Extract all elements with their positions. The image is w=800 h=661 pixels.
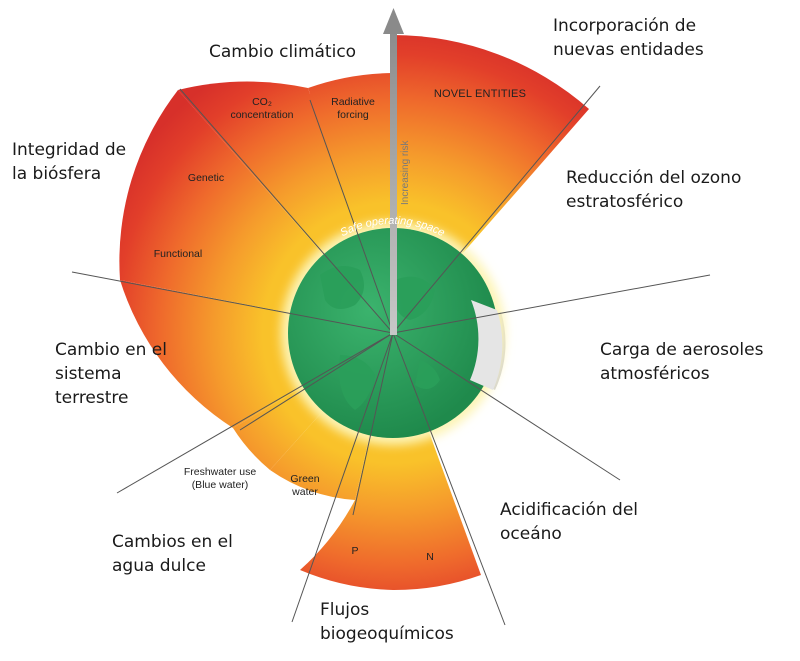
label-aerosol-loading: Carga de aerosoles atmosféricos bbox=[600, 340, 764, 384]
label-biosphere-integrity: Integridad de la biósfera bbox=[12, 140, 127, 184]
label-climate-change: Cambio climático bbox=[209, 42, 357, 62]
label-ocean-acidification: Acidificación del oceáno bbox=[500, 500, 639, 544]
globe-grey-cap bbox=[470, 300, 503, 390]
label-ozone-depletion: Reducción del ozono estratosférico bbox=[566, 168, 742, 212]
label-radiative-forcing: Radiative forcing bbox=[331, 96, 375, 121]
label-green-water: Green water bbox=[290, 473, 320, 498]
label-biogeochemical-flows: Flujos biogeoquímicos bbox=[320, 600, 454, 644]
wedge-phosphorus bbox=[300, 333, 393, 590]
label-novel-entities: Incorporación de nuevas entidades bbox=[553, 16, 704, 60]
label-novel-entities-wedge: NOVEL ENTITIES bbox=[433, 88, 527, 100]
label-land-system-change: Cambio en el sistema terrestre bbox=[55, 340, 167, 408]
label-nitrogen: N bbox=[426, 551, 434, 563]
increasing-risk-arrow bbox=[383, 8, 404, 335]
label-functional: Functional bbox=[153, 248, 203, 260]
globe-continents bbox=[320, 266, 440, 410]
increasing-risk-label: Increasing risk bbox=[400, 140, 411, 205]
sector-lines bbox=[71, 85, 711, 626]
label-freshwater-change: Cambios en el agua dulce bbox=[112, 532, 233, 576]
wedge-land-system bbox=[120, 280, 393, 428]
label-co2-concentration: CO₂ concentration bbox=[230, 96, 294, 121]
label-freshwater-blue: Freshwater use (Blue water) bbox=[183, 466, 257, 491]
label-genetic: Genetic bbox=[187, 172, 225, 184]
label-phosphorus: P bbox=[351, 545, 359, 557]
